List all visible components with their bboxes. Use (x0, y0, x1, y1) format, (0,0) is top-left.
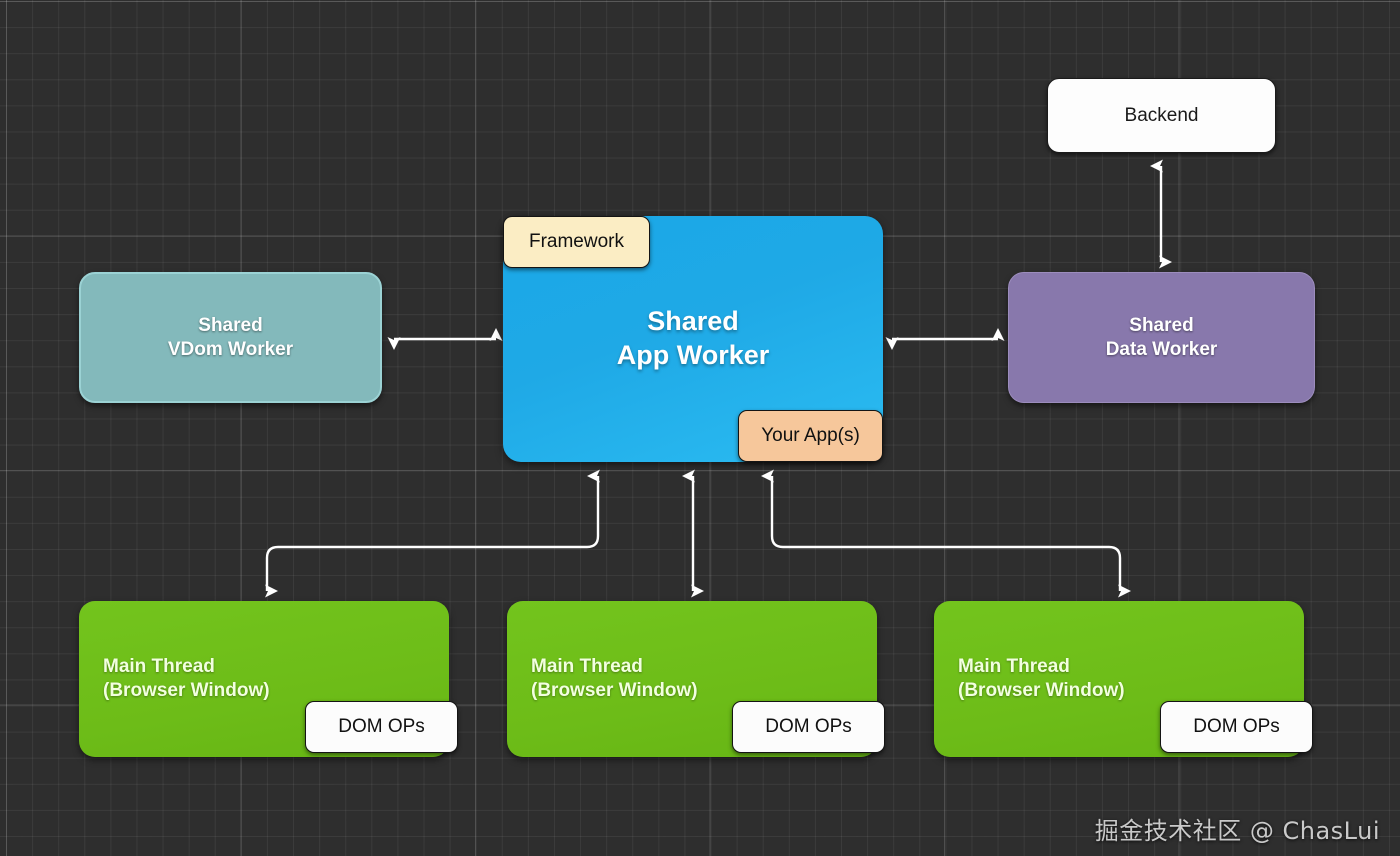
node-shared-app-worker-label: Shared App Worker (616, 306, 770, 370)
arrow-app-main-thread-1 (265, 469, 600, 598)
badge-dom-ops-3-label: DOM OPs (1193, 716, 1280, 737)
badge-framework[interactable]: Framework (503, 216, 650, 268)
node-shared-vdom-worker-label: Shared VDom Worker (167, 314, 294, 360)
badge-dom-ops-2-label: DOM OPs (765, 716, 852, 737)
node-main-thread-3-label: Main Thread (Browser Window) (958, 656, 1125, 701)
badge-dom-ops-2[interactable]: DOM OPs (732, 701, 885, 753)
watermark: 掘金技术社区 @ ChasLui (1094, 817, 1380, 845)
arrow-app-main-thread-3 (761, 469, 1131, 598)
node-backend[interactable]: Backend (1047, 78, 1276, 153)
badge-dom-ops-1[interactable]: DOM OPs (305, 701, 458, 753)
badge-framework-label: Framework (528, 231, 624, 252)
node-shared-vdom-worker[interactable]: Shared VDom Worker (79, 272, 382, 403)
badge-your-apps[interactable]: Your App(s) (738, 410, 883, 462)
node-backend-label: Backend (1124, 104, 1199, 126)
badge-your-apps-label: Your App(s) (761, 425, 860, 446)
node-shared-data-worker-label: Shared Data Worker (1105, 314, 1218, 360)
badge-dom-ops-3[interactable]: DOM OPs (1160, 701, 1313, 753)
node-main-thread-1-label: Main Thread (Browser Window) (103, 656, 270, 701)
node-main-thread-2-label: Main Thread (Browser Window) (531, 656, 698, 701)
badge-dom-ops-1-label: DOM OPs (338, 716, 425, 737)
node-shared-data-worker[interactable]: Shared Data Worker (1008, 272, 1315, 403)
